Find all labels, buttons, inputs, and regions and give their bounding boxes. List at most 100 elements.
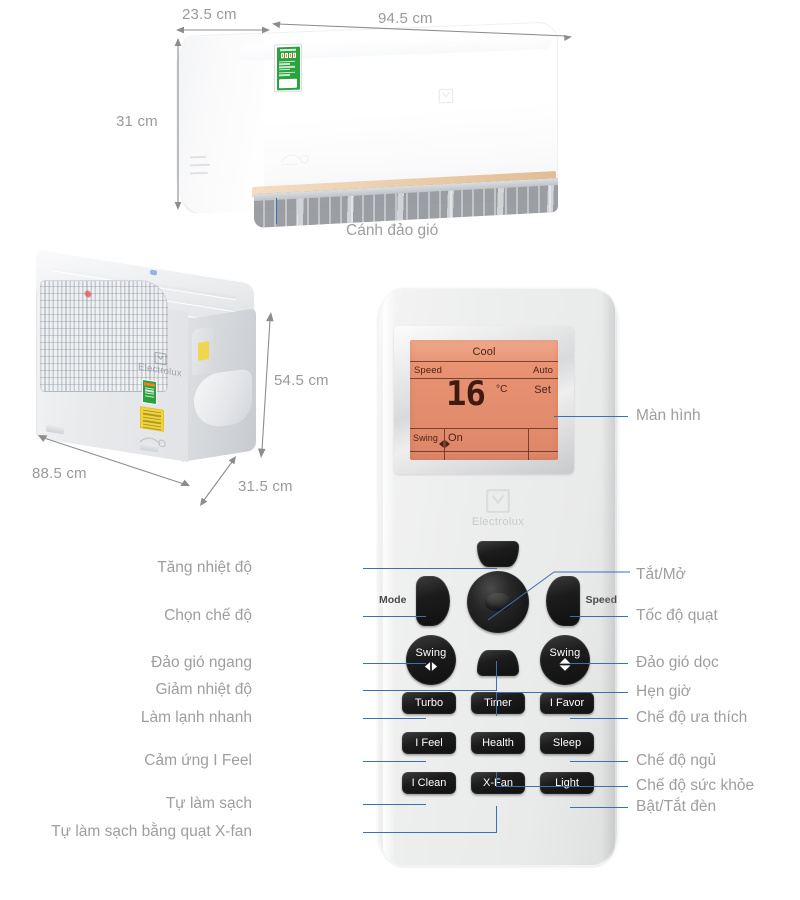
outdoor-eco-badge-icon: [138, 432, 168, 449]
remote-screen-bezel: Cool Speed Auto 16 °C Set Swing O: [394, 326, 574, 474]
callout-label-temperature-up: Tăng nhiệt độ: [157, 559, 252, 576]
swing-horizontal-arrows-icon: [424, 662, 438, 674]
dimension-arrow-outdoor-width: [38, 435, 190, 486]
leader-line-louver: [276, 198, 277, 224]
electrolux-logo-icon: [438, 88, 454, 105]
lcd-mode-value: Cool: [472, 346, 496, 358]
indoor-unit-side-vents: [190, 155, 216, 193]
lcd-speed-label: Speed: [414, 365, 442, 376]
x-fan-button-label: X-Fan: [483, 776, 513, 789]
callout-label-timer: Hẹn giờ: [636, 683, 691, 700]
leader-line-temperature-down-v: [496, 661, 497, 691]
dimension-arrow-outdoor-height: [258, 312, 274, 458]
leader-line-timer-v: [496, 692, 497, 716]
light-button[interactable]: Light: [540, 772, 594, 794]
power-button[interactable]: [467, 571, 529, 633]
remote-wordmark: Electrolux: [471, 516, 525, 528]
temperature-down-button[interactable]: [477, 650, 519, 676]
leader-line-light: [570, 807, 628, 808]
callout-label-x-fan: Tự làm sạch bằng quạt X-fan: [51, 823, 252, 840]
indoor-unit-illustration: [176, 21, 558, 228]
outdoor-unit-red-marking: [84, 289, 92, 299]
leader-line-health-h: [496, 786, 628, 787]
leader-line-swing-horizontal: [363, 663, 426, 664]
energy-rating-sticker-icon: [274, 43, 302, 93]
turbo-button[interactable]: Turbo: [402, 692, 456, 714]
x-fan-button[interactable]: X-Fan: [471, 772, 525, 794]
dimension-label-outdoor-height: 54.5 cm: [274, 372, 329, 389]
lcd-set-label: Set: [534, 384, 551, 396]
leader-line-timer-h: [496, 692, 628, 693]
i-clean-button[interactable]: I Clean: [402, 772, 456, 794]
callout-label-i-feel: Cảm ứng I Feel: [144, 752, 252, 769]
dimension-label-indoor-height: 31 cm: [116, 113, 158, 130]
timer-button[interactable]: Timer: [471, 692, 525, 714]
callout-label-light: Bật/Tắt đèn: [636, 798, 717, 815]
leader-line-turbo: [363, 718, 426, 719]
callout-label-i-clean: Tự làm sạch: [165, 795, 252, 812]
dimension-label-indoor-depth: 23.5 cm: [182, 6, 237, 23]
swing-vertical-arrows-icon: [559, 658, 571, 674]
outdoor-unit-illustration: Electrolux: [30, 248, 260, 476]
dimension-arrow-outdoor-depth: [200, 456, 236, 506]
callout-label-turbo: Làm lạnh nhanh: [140, 709, 252, 726]
health-button-label: Health: [482, 736, 514, 749]
i-clean-button-label: I Clean: [411, 776, 447, 789]
leader-line-fan-speed: [570, 616, 628, 617]
power-glyph-icon: [485, 593, 511, 611]
leader-line-health-v: [496, 772, 497, 786]
lcd-swing-value: On: [448, 432, 463, 444]
outdoor-unit-brand: Electrolux: [134, 348, 186, 382]
lcd-swing-label: Swing: [413, 433, 439, 443]
sleep-button[interactable]: Sleep: [540, 732, 594, 754]
ionizer-badge-icon: [278, 147, 312, 168]
lcd-temperature-unit: °C: [496, 384, 508, 395]
dimension-arrow-indoor-depth: [176, 26, 270, 34]
callout-label-sleep: Chế độ ngủ: [636, 752, 717, 769]
health-button[interactable]: Health: [471, 732, 525, 754]
sleep-button-label: Sleep: [552, 736, 582, 749]
callout-label-swing-vertical: Đảo gió dọc: [636, 654, 719, 671]
outdoor-energy-sticker-icon: [142, 378, 157, 406]
lcd-swing-arrows-icon: [439, 435, 450, 448]
i-feel-button[interactable]: I Feel: [402, 732, 456, 754]
callout-label-i-favor: Chế độ ưa thích: [636, 709, 748, 726]
leader-line-x-fan-h: [363, 832, 497, 833]
outdoor-unit-condenser-grille: [40, 280, 168, 392]
callout-label-temperature-down: Giảm nhiệt độ: [155, 681, 253, 698]
dimension-arrow-indoor-width: [272, 21, 572, 41]
leader-line-swing-vertical: [570, 663, 628, 664]
lcd-temperature-value: 16: [446, 374, 486, 414]
i-favor-button-label: I Favor: [549, 696, 585, 709]
callout-label-display: Màn hình: [636, 407, 701, 424]
i-favor-button[interactable]: I Favor: [540, 692, 594, 714]
swing-vertical-button[interactable]: Swing: [540, 635, 590, 685]
leader-line-power: [487, 571, 630, 621]
outdoor-warning-sticker-icon: [140, 406, 164, 432]
mode-button[interactable]: [416, 576, 450, 626]
i-feel-button-label: I Feel: [415, 736, 443, 749]
remote-control: Cool Speed Auto 16 °C Set Swing O: [378, 288, 618, 866]
turbo-button-label: Turbo: [414, 696, 444, 709]
callout-label-mode: Chọn chế độ: [164, 607, 252, 624]
swing-vertical-label: Swing: [549, 647, 581, 659]
swing-horizontal-label: Swing: [415, 647, 447, 659]
callout-label-health: Chế độ sức khỏe: [636, 777, 755, 794]
callout-label-power: Tắt/Mở: [636, 566, 686, 583]
dimension-label-outdoor-depth: 31.5 cm: [238, 478, 293, 495]
speed-button[interactable]: [546, 576, 580, 626]
timer-button-label: Timer: [484, 696, 512, 709]
mode-button-label: Mode: [379, 594, 407, 606]
leader-line-temperature-down-h: [363, 690, 497, 691]
leader-line-i-favor: [570, 718, 628, 719]
leader-line-display: [554, 416, 628, 417]
swing-horizontal-button[interactable]: Swing: [406, 635, 456, 685]
callout-label-swing-horizontal: Đảo gió ngang: [151, 654, 252, 671]
temperature-up-button[interactable]: [477, 541, 519, 567]
callout-label-louver: Cánh đảo gió: [346, 222, 439, 239]
dimension-arrow-indoor-height: [174, 38, 182, 210]
leader-line-sleep: [570, 761, 628, 762]
outdoor-unit-side-warning-sticker-icon: [198, 341, 209, 361]
dimension-label-indoor-width: 94.5 cm: [378, 10, 433, 27]
